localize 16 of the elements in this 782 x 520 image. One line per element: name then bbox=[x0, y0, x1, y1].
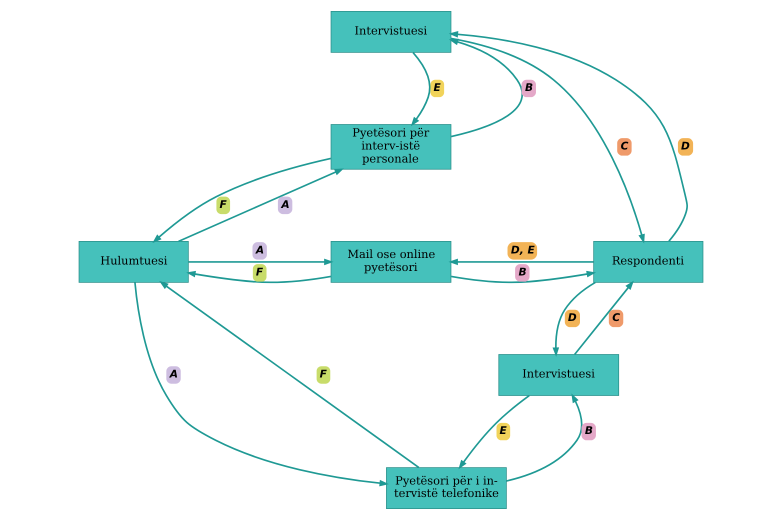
edge-label: D bbox=[568, 310, 577, 324]
edge-label: B bbox=[584, 424, 594, 437]
edge-label: A bbox=[281, 198, 290, 211]
edge-label: D, E bbox=[510, 243, 535, 256]
edge-label: F bbox=[256, 265, 264, 278]
edge-label: D bbox=[680, 139, 690, 152]
edge-label: E bbox=[500, 424, 507, 437]
edge-label: B bbox=[524, 80, 534, 94]
edge-label: C bbox=[612, 310, 620, 324]
edge-label: F bbox=[219, 198, 227, 211]
edge-label: F bbox=[320, 367, 327, 380]
edge-label: C bbox=[620, 139, 628, 152]
edge-label: E bbox=[434, 80, 441, 94]
edge-label: A bbox=[256, 243, 264, 256]
edge-label: B bbox=[518, 265, 527, 278]
edge-label: A bbox=[170, 367, 178, 380]
